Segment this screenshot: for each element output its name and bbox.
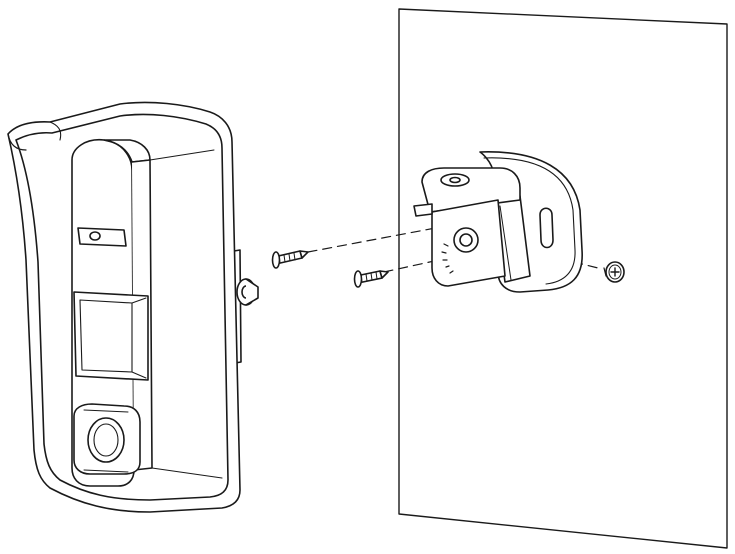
motion-detector-with-hood [7,101,241,513]
screw-lower [353,270,389,288]
swivel-mounting-bracket [413,151,583,293]
screw-right [603,261,625,283]
screw-upper [271,250,309,269]
angle-scale [441,243,454,274]
